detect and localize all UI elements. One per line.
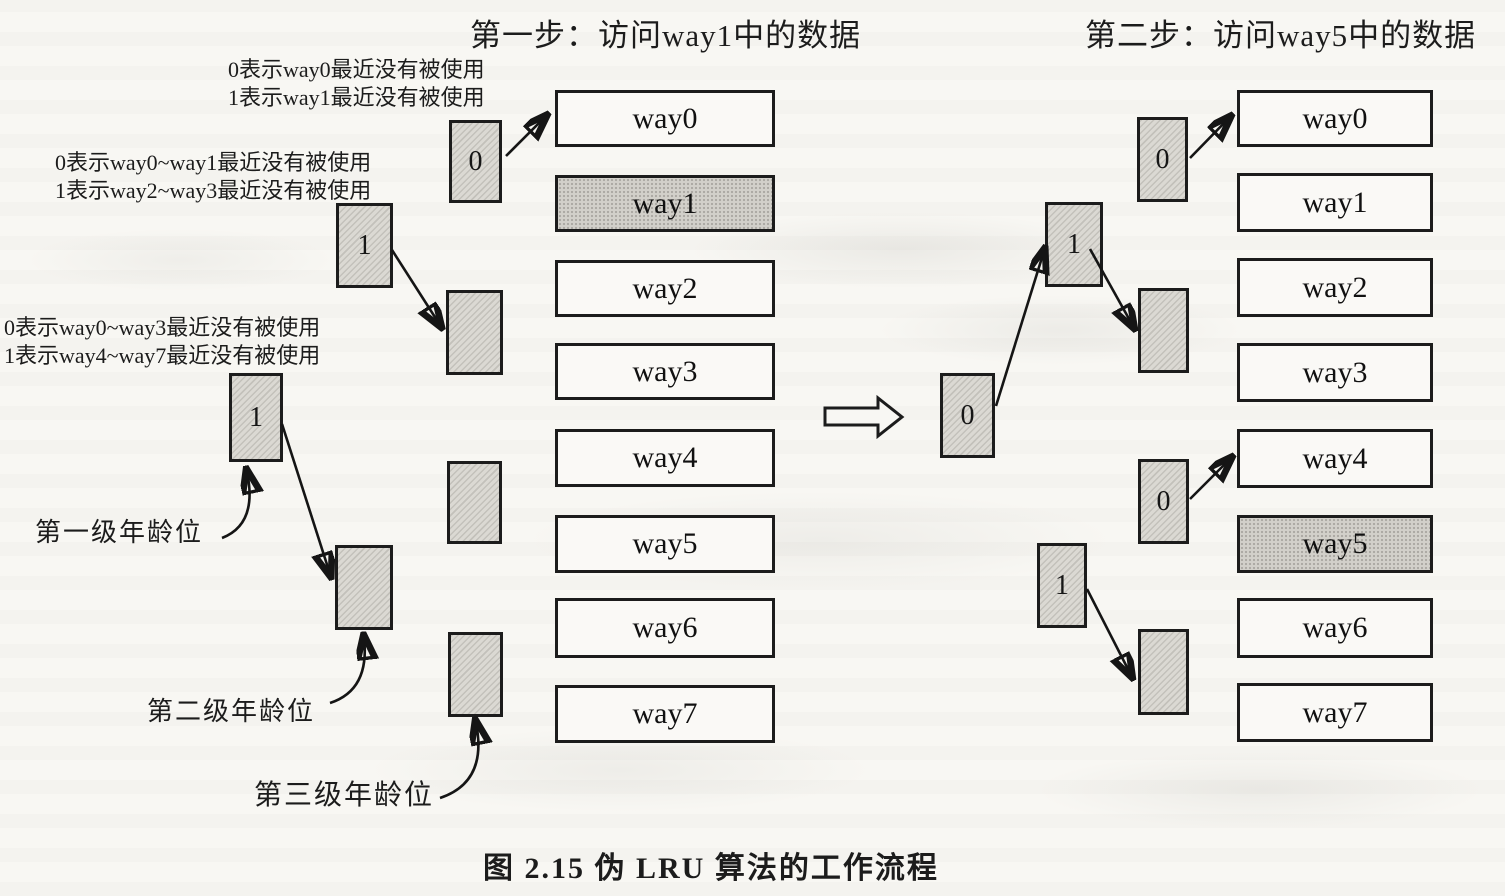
figure-caption: 图 2.15 伪 LRU 算法的工作流程 (483, 852, 939, 885)
step2-arrow-level3box3-to-way4 (1189, 459, 1230, 500)
step2-age-bit-level2-bottom: 1 (1037, 543, 1087, 628)
step2-way-row-way1: way1 (1237, 173, 1433, 232)
step2-way-row-way4: way4 (1237, 429, 1433, 488)
level1-label-pointer-arrow (221, 472, 250, 540)
step1-way-row-way0: way0 (555, 90, 775, 147)
level2-age-bit-label: 第二级年龄位 (147, 697, 316, 726)
step2-way-row-way5: way5 (1237, 515, 1433, 573)
step1-age-bit-level3-box2 (446, 290, 503, 375)
step1-arrow-level1-to-level2bottom (280, 423, 330, 574)
step2-age-bit-level3-box3: 0 (1138, 459, 1189, 544)
step2-way-row-way2: way2 (1237, 258, 1433, 317)
legend-note-level3: 0表示way0最近没有被使用 1表示way1最近没有被使用 (228, 56, 485, 112)
legend-note-level1-line1: 0表示way0~way3最近没有被使用 (4, 315, 321, 340)
step2-way-row-way3: way3 (1237, 343, 1433, 402)
step2-way-row-way6: way6 (1237, 598, 1433, 658)
step2-age-bit-level1: 0 (940, 373, 995, 458)
legend-note-level2-line1: 0表示way0~way1最近没有被使用 (55, 150, 372, 175)
legend-note-level3-line1: 0表示way0最近没有被使用 (228, 57, 485, 82)
step1-age-bit-level2-top: 1 (336, 203, 393, 288)
legend-note-level1-line2: 1表示way4~way7最近没有被使用 (4, 343, 321, 368)
level3-age-bit-label: 第三级年龄位 (254, 780, 435, 811)
step1-arrow-level3box1-to-way0 (505, 117, 545, 157)
step1-age-bit-level3-box3 (447, 461, 502, 544)
step1-way-row-way4: way4 (555, 429, 775, 487)
step1-way-row-way7: way7 (555, 685, 775, 743)
step2-way-row-way0: way0 (1237, 90, 1433, 147)
legend-note-level2: 0表示way0~way1最近没有被使用 1表示way2~way3最近没有被使用 (55, 149, 371, 205)
legend-note-level1: 0表示way0~way3最近没有被使用 1表示way4~way7最近没有被使用 (4, 314, 320, 370)
level2-label-pointer-arrow (329, 638, 365, 705)
step1-age-bit-level3-box1: 0 (449, 120, 502, 203)
step2-age-bit-level3-box1: 0 (1137, 117, 1188, 202)
level1-age-bit-label: 第一级年龄位 (35, 518, 204, 547)
level3-label-pointer-arrow (439, 723, 478, 800)
step2-age-bit-level3-box4 (1138, 629, 1189, 715)
step1-way-row-way2: way2 (555, 260, 775, 317)
step2-arrow-level1-to-level2top (994, 251, 1044, 407)
step1-age-bit-level2-bottom (335, 545, 393, 630)
step1-way-row-way1: way1 (555, 175, 775, 232)
step2-age-bit-level2-top: 1 (1045, 202, 1103, 287)
step1-arrow-level2top-to-level3box2 (390, 249, 440, 325)
step2-arrow-level2bottom-to-level3box4 (1085, 588, 1131, 675)
step1-way-row-way6: way6 (555, 598, 775, 658)
step1-title: 第一步：访问way1中的数据 (470, 18, 862, 53)
legend-note-level3-line2: 1表示way1最近没有被使用 (228, 85, 485, 110)
legend-note-level2-line2: 1表示way2~way3最近没有被使用 (55, 178, 372, 203)
step1-age-bit-level3-box4 (448, 632, 503, 717)
step2-title: 第二步：访问way5中的数据 (1085, 18, 1477, 53)
step1-way-row-way3: way3 (555, 343, 775, 400)
step2-way-row-way7: way7 (1237, 683, 1433, 742)
step1-way-row-way5: way5 (555, 515, 775, 573)
step-transition-arrow-icon (823, 394, 905, 440)
step1-age-bit-level1: 1 (229, 373, 283, 462)
step2-age-bit-level3-box2 (1138, 288, 1189, 373)
step2-arrow-level3box1-to-way0 (1189, 118, 1229, 159)
